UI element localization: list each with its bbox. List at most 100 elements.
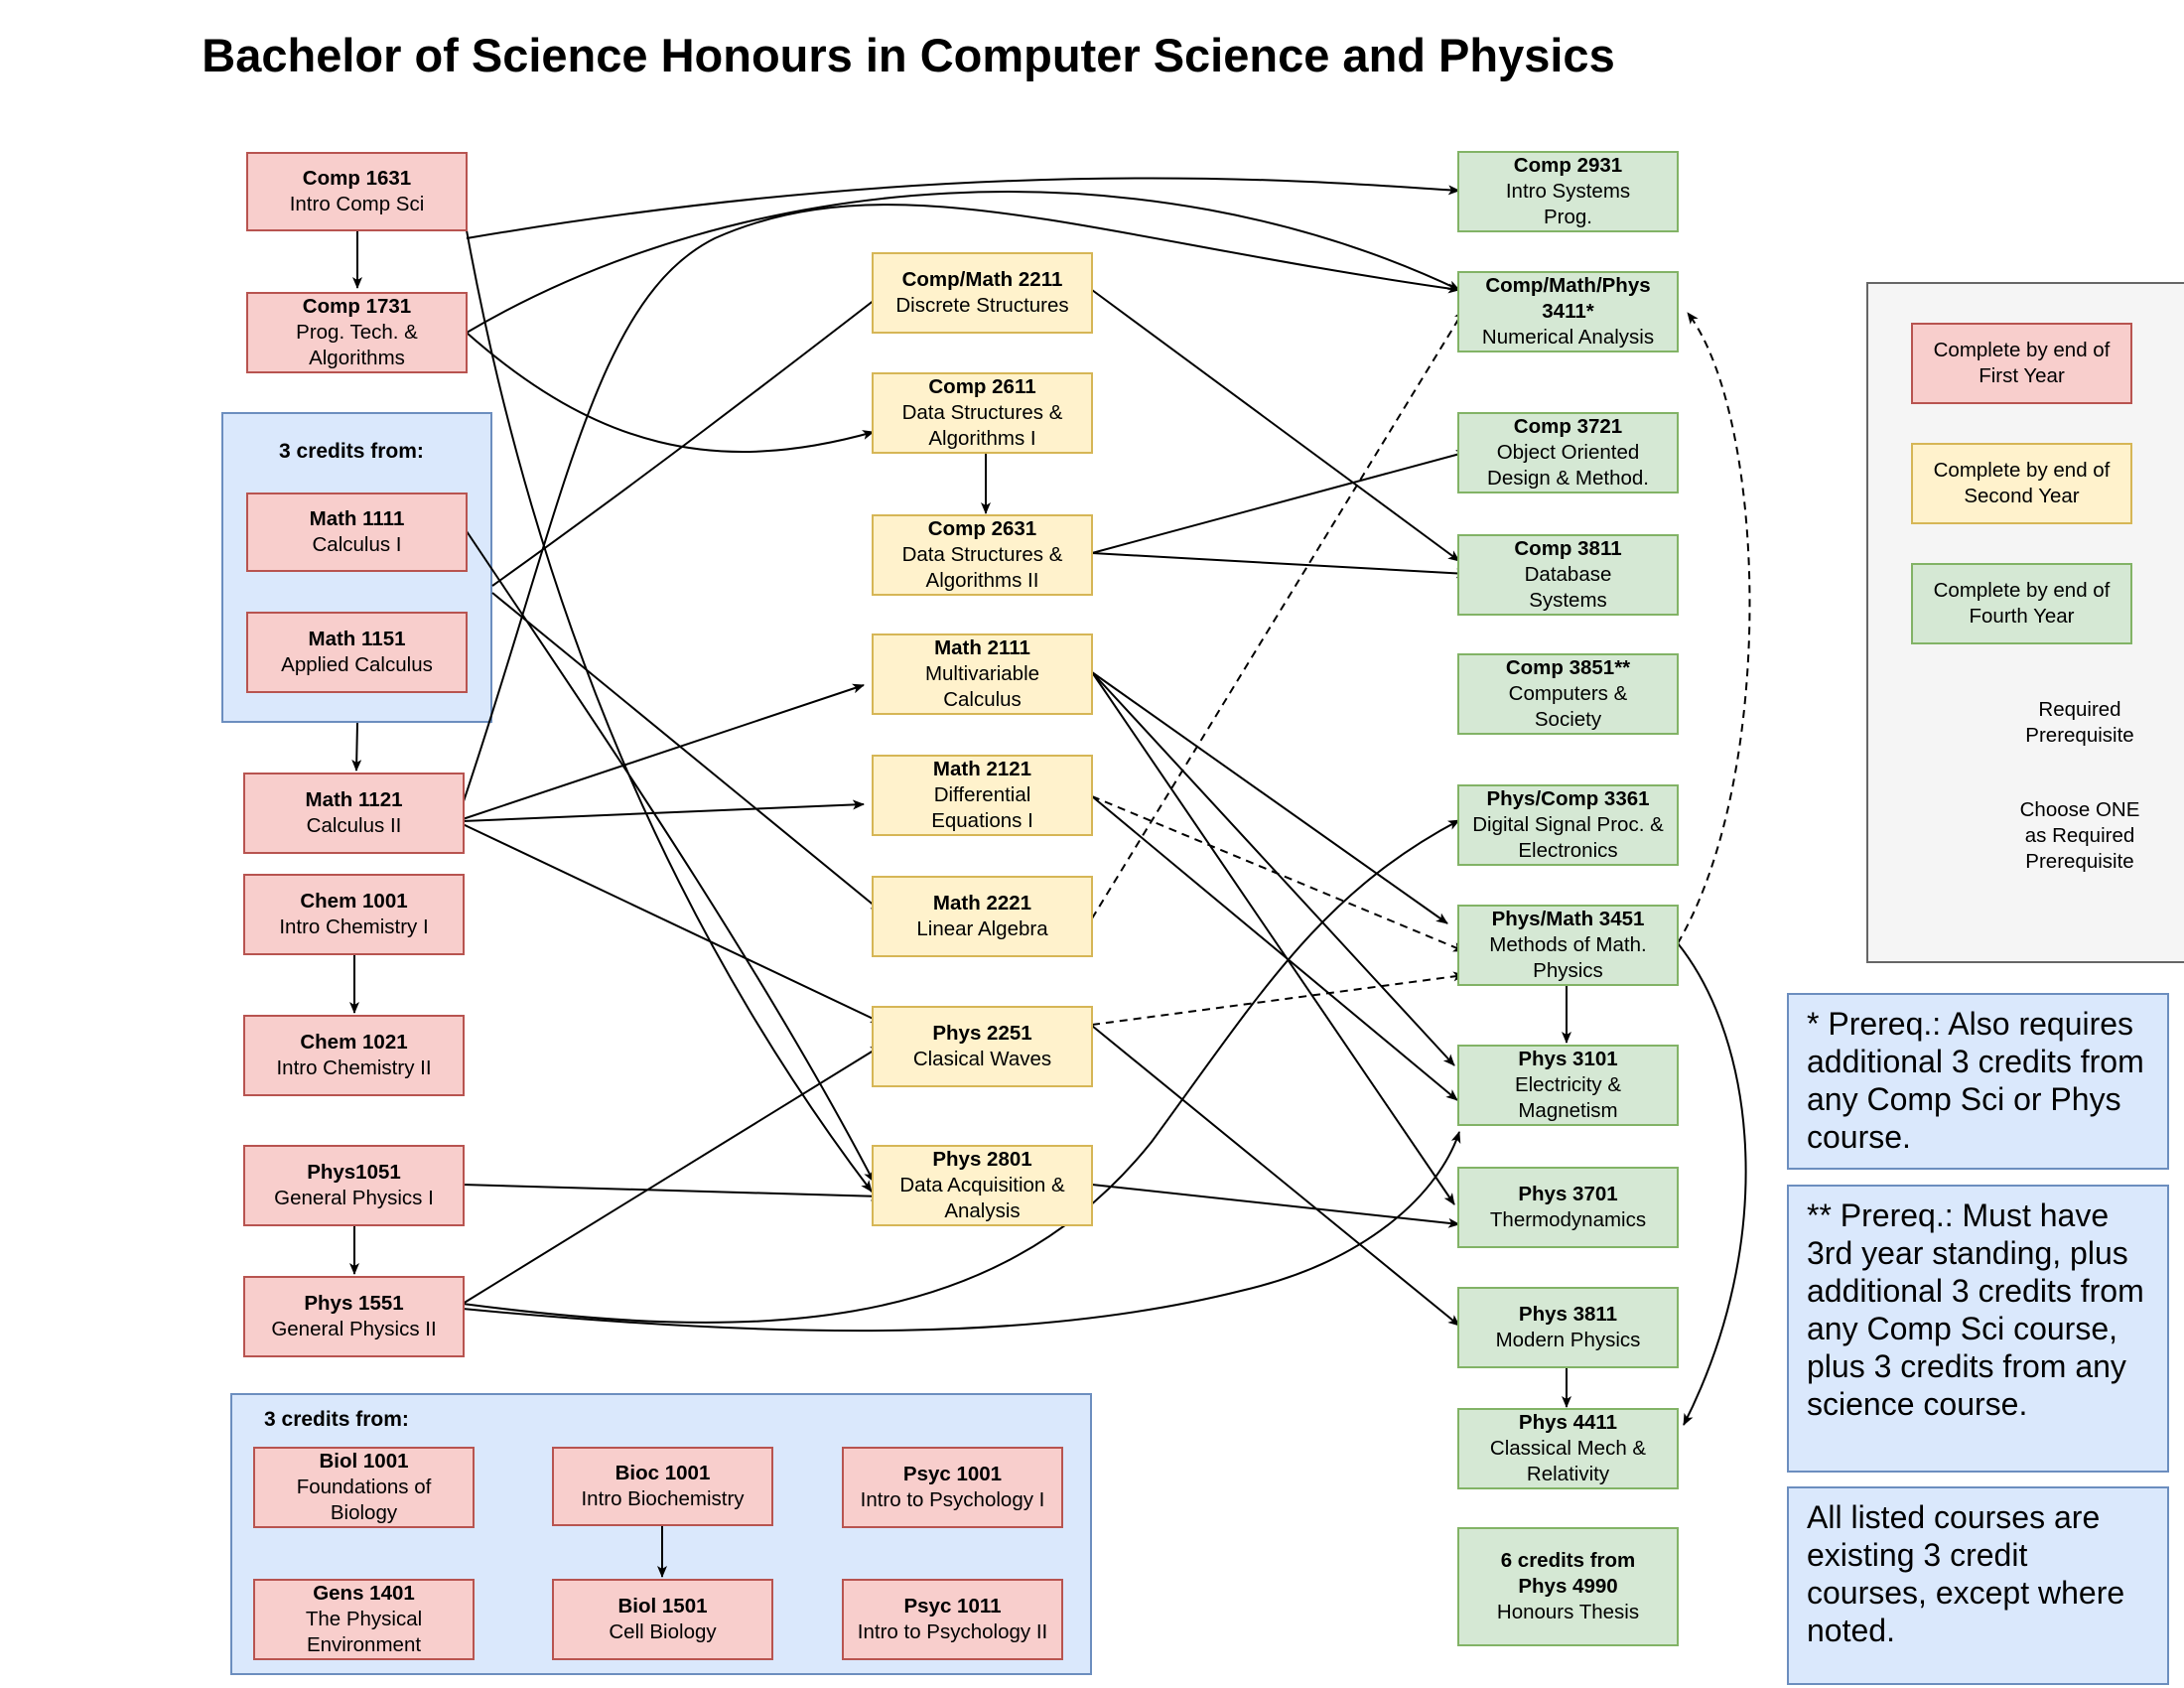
arrow-math1121-phys2251 — [462, 823, 883, 1024]
course-phys3701[interactable]: Phys 3701 Thermodynamics — [1457, 1167, 1679, 1248]
course-comp3851[interactable]: Comp 3851** Computers & Society — [1457, 653, 1679, 735]
arrow-comp2631-comp3721 — [1091, 450, 1468, 554]
arrow-comp2631-comp3811 — [1091, 552, 1468, 579]
course-name: General Physics II — [271, 1318, 437, 1340]
course-code: Gens 1401 — [313, 1582, 415, 1605]
course-psyc1001[interactable]: Psyc 1001 Intro to Psychology I — [842, 1447, 1063, 1528]
course-math1111[interactable]: Math 1111 Calculus I — [246, 492, 468, 572]
course-comp2631[interactable]: Comp 2631 Data Structures & Algorithms I… — [872, 514, 1093, 596]
arrow-math1121-math2121 — [462, 799, 865, 822]
course-code: Comp/Math/Phys 3411* — [1485, 274, 1651, 323]
course-gens1401[interactable]: Gens 1401 The Physical Environment — [253, 1579, 475, 1660]
dashed-arrow-phys2251-pm3451 — [1091, 971, 1465, 1026]
course-name: Intro to Psychology II — [857, 1620, 1048, 1643]
course-name: The Physical Environment — [305, 1608, 423, 1656]
course-name: Intro Systems Prog. — [1505, 180, 1631, 228]
dashed-arrow-pm3451-cmp3411 — [1677, 312, 1751, 944]
page-title: Bachelor of Science Honours in Computer … — [202, 29, 1615, 81]
course-name: Numerical Analysis — [1481, 326, 1655, 349]
arrow-math2121-phys3101 — [1091, 795, 1458, 1101]
course-comp2931[interactable]: Comp 2931 Intro Systems Prog. — [1457, 151, 1679, 232]
course-name: Data Acquisition & Analysis — [899, 1174, 1065, 1222]
course-name: Clasical Waves — [912, 1048, 1052, 1070]
course-name: Thermodynamics — [1489, 1208, 1647, 1231]
course-name: Modern Physics — [1495, 1329, 1641, 1351]
course-name: Prog. Tech. & Algorithms — [296, 321, 418, 369]
course-name: Data Structures & Algorithms II — [901, 543, 1063, 592]
course-code: Math 1151 — [308, 628, 406, 650]
arrow-math2111-phys3101 — [1091, 671, 1455, 1066]
course-math2111[interactable]: Math 2111 Multivariable Calculus — [872, 633, 1093, 715]
course-code: Math 1111 — [309, 507, 405, 530]
course-psyc1011[interactable]: Psyc 1011 Intro to Psychology II — [842, 1579, 1063, 1660]
course-phys4990[interactable]: 6 credits from Phys 4990 Honours Thesis — [1457, 1527, 1679, 1646]
course-cmp3411[interactable]: Comp/Math/Phys 3411* Numerical Analysis — [1457, 271, 1679, 352]
course-code: Math 1121 — [305, 788, 403, 811]
course-comp1631[interactable]: Comp 1631 Intro Comp Sci — [246, 152, 468, 231]
arrow-pm3451-phys4411 — [1677, 942, 1747, 1426]
course-math1151[interactable]: Math 1151 Applied Calculus — [246, 612, 468, 693]
course-math2221[interactable]: Math 2221 Linear Algebra — [872, 876, 1093, 957]
course-code: Comp 2931 — [1513, 154, 1623, 177]
course-chem1021[interactable]: Chem 1021 Intro Chemistry II — [243, 1015, 465, 1096]
arrow-math1121-comp2931 — [462, 204, 1460, 805]
course-phys1051[interactable]: Phys1051 General Physics I — [243, 1145, 465, 1226]
course-comp2611[interactable]: Comp 2611 Data Structures & Algorithms I — [872, 372, 1093, 454]
course-code: Comp 1631 — [302, 167, 412, 190]
course-code: Phys 4411 — [1518, 1411, 1618, 1434]
legend-label: Complete by end of First Year — [1933, 339, 2111, 387]
arrow-math1111-phys2801 — [466, 530, 875, 1183]
course-biol1501[interactable]: Biol 1501 Cell Biology — [552, 1579, 773, 1660]
course-code: Phys 1551 — [304, 1292, 404, 1315]
course-phys2251[interactable]: Phys 2251 Clasical Waves — [872, 1006, 1093, 1087]
course-code: Bioc 1001 — [614, 1462, 711, 1484]
course-bioc1001[interactable]: Bioc 1001 Intro Biochemistry — [552, 1447, 773, 1526]
course-phys1551[interactable]: Phys 1551 General Physics II — [243, 1276, 465, 1357]
legend-required-label: Required Prerequisite — [2025, 698, 2134, 747]
course-code: Comp 3851** — [1505, 656, 1631, 679]
dashed-arrow-math2121-pm3451 — [1091, 795, 1465, 952]
course-name: Object Oriented Design & Method. — [1487, 441, 1649, 490]
course-name: Electricity & Magnetism — [1514, 1073, 1622, 1122]
course-chem1001[interactable]: Chem 1001 Intro Chemistry I — [243, 874, 465, 955]
course-biol1001[interactable]: Biol 1001 Foundations of Biology — [253, 1447, 475, 1528]
course-code: Phys1051 — [307, 1161, 401, 1184]
course-code: Math 2221 — [932, 892, 1032, 914]
dashed-arrow-math2221-cmp3411 — [1091, 309, 1465, 919]
arrow-math1151-math2221 — [491, 592, 883, 913]
course-name: Discrete Structures — [895, 294, 1069, 317]
course-comp1731[interactable]: Comp 1731 Prog. Tech. & Algorithms — [246, 292, 468, 373]
course-code: Comp 3721 — [1513, 415, 1623, 438]
course-code: Phys 3701 — [1518, 1183, 1618, 1205]
arrow-math2111-pm3451 — [1091, 671, 1448, 924]
note-double-star: ** Prereq.: Must have 3rd year standing,… — [1787, 1185, 2169, 1473]
science-choice-label: 3 credits from: — [264, 1408, 409, 1431]
course-code: Comp 2631 — [927, 517, 1037, 540]
legend-fourth-year: Complete by end of Fourth Year — [1911, 563, 2132, 644]
course-name: Intro Chemistry I — [279, 915, 429, 938]
course-name: Multivariable Calculus — [924, 662, 1040, 711]
course-comp3811[interactable]: Comp 3811 Database Systems — [1457, 534, 1679, 616]
course-math1121[interactable]: Math 1121 Calculus II — [243, 773, 465, 854]
arrow-math2111-phys3701 — [1091, 671, 1455, 1205]
course-cm2211[interactable]: Comp/Math 2211 Discrete Structures — [872, 252, 1093, 334]
course-code: Phys 2251 — [932, 1022, 1032, 1045]
course-comp3721[interactable]: Comp 3721 Object Oriented Design & Metho… — [1457, 412, 1679, 493]
course-code: Psyc 1011 — [903, 1595, 1002, 1618]
arrow-phys1051-phys2801 — [462, 1184, 883, 1201]
note-credits: All listed courses are existing 3 credit… — [1787, 1486, 2169, 1685]
legend-label: Complete by end of Fourth Year — [1933, 579, 2111, 628]
course-phys2801[interactable]: Phys 2801 Data Acquisition & Analysis — [872, 1145, 1093, 1226]
arrow-phys2251-phys3811 — [1091, 1025, 1460, 1327]
course-phys3811[interactable]: Phys 3811 Modern Physics — [1457, 1287, 1679, 1368]
course-pc3361[interactable]: Phys/Comp 3361 Digital Signal Proc. & El… — [1457, 784, 1679, 866]
arrow-comp1631-phys2801 — [466, 229, 873, 1193]
arrow-math1151-cm2211 — [491, 292, 885, 587]
course-phys3101[interactable]: Phys 3101 Electricity & Magnetism — [1457, 1045, 1679, 1126]
course-name: Classical Mech & Relativity — [1489, 1437, 1647, 1485]
course-phys4411[interactable]: Phys 4411 Classical Mech & Relativity — [1457, 1408, 1679, 1489]
course-math2121[interactable]: Math 2121 Differential Equations I — [872, 755, 1093, 836]
note-star: * Prereq.: Also requires additional 3 cr… — [1787, 993, 2169, 1170]
arrow-phys1551-phys2251 — [462, 1045, 883, 1305]
course-pm3451[interactable]: Phys/Math 3451 Methods of Math. Physics — [1457, 905, 1679, 986]
